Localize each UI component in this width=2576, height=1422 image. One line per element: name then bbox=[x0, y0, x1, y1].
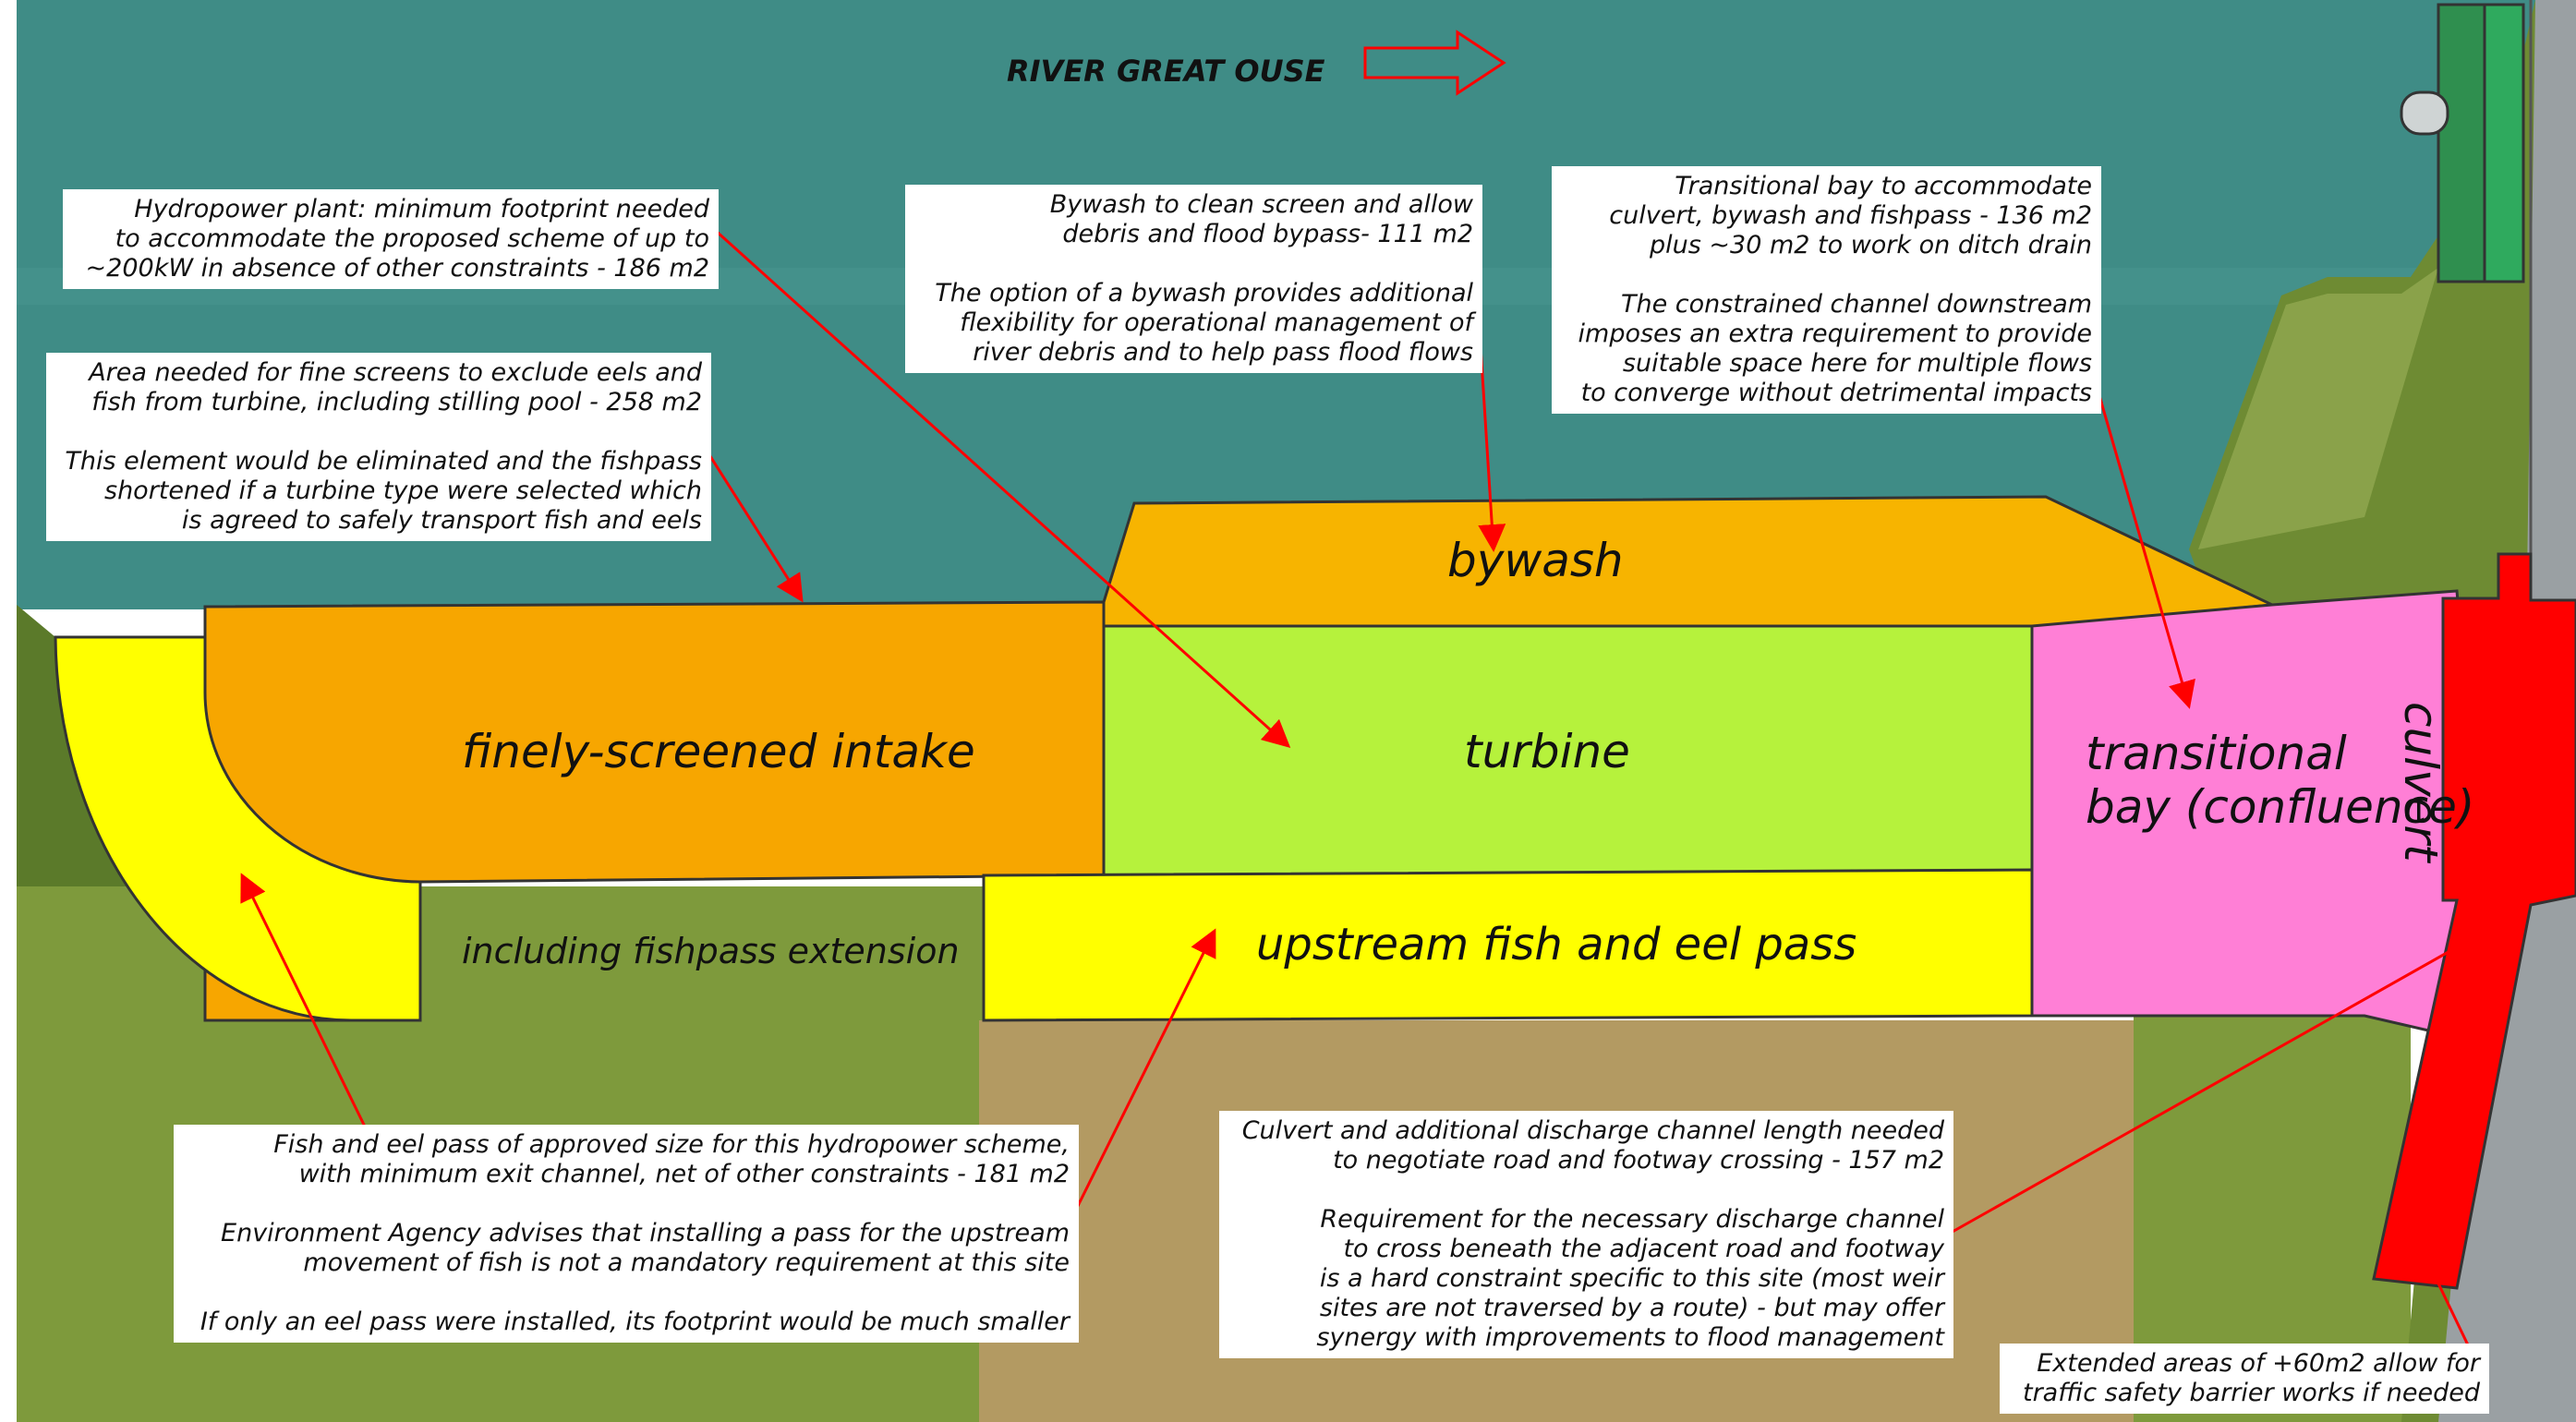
label-transitional-2: bay (confluence) bbox=[2086, 780, 2475, 834]
arrow-hydropower bbox=[714, 229, 1291, 749]
callout-bywash: Bywash to clean screen and allow debris … bbox=[905, 185, 1482, 373]
callout-transitional: Transitional bay to accommodate culvert,… bbox=[1552, 166, 2101, 414]
arrow-culvert bbox=[1950, 931, 2484, 1235]
label-transitional-1: transitional bbox=[2086, 727, 2347, 780]
zone-turbine bbox=[1102, 624, 2034, 877]
callout-transitional-text-2: The constrained channel downstream impos… bbox=[1578, 290, 2092, 407]
arrow-screens bbox=[700, 442, 804, 603]
river-title: RIVER GREAT OUSE bbox=[1007, 54, 1325, 89]
label-turbine: turbine bbox=[1464, 725, 1630, 778]
callout-fishpass-text-3: If only an eel pass were installed, its … bbox=[200, 1308, 1070, 1336]
zone-culvert bbox=[2372, 552, 2576, 1290]
callout-hydropower: Hydropower plant: minimum footprint need… bbox=[63, 189, 719, 289]
callout-bywash-text-1: Bywash to clean screen and allow debris … bbox=[1049, 190, 1473, 248]
callout-arrows bbox=[240, 229, 2485, 1377]
flow-direction-arrow bbox=[1363, 30, 1506, 96]
callout-bywash-text-2: The option of a bywash provides addition… bbox=[935, 279, 1473, 367]
callout-culvert-text-2: Requirement for the necessary discharge … bbox=[1316, 1205, 1944, 1352]
label-culvert: culvert bbox=[2394, 702, 2448, 862]
label-bywash: bywash bbox=[1447, 534, 1624, 587]
bridge-structure bbox=[2437, 3, 2491, 283]
callout-safety-text: Extended areas of +60m2 allow for traffi… bbox=[2022, 1349, 2480, 1407]
arrow-bywash bbox=[1478, 345, 1506, 552]
label-intake-sub: including fishpass extension bbox=[462, 931, 960, 971]
callout-hydropower-text: Hydropower plant: minimum footprint need… bbox=[85, 195, 709, 283]
label-fishpass: upstream fish and eel pass bbox=[1256, 919, 1857, 970]
callout-transitional-text-1: Transitional bay to accommodate culvert,… bbox=[1609, 172, 2092, 259]
arrow-transitional bbox=[2097, 392, 2195, 709]
callout-safety: Extended areas of +60m2 allow for traffi… bbox=[2000, 1344, 2489, 1414]
zone-intake-fishpass-extension bbox=[54, 635, 422, 1022]
label-intake: finely-screened intake bbox=[462, 725, 975, 778]
arrow-fishpass-right bbox=[1074, 928, 1216, 1211]
callout-screens-text-1: Area needed for fine screens to exclude … bbox=[89, 358, 702, 416]
callout-screens-text-2: This element would be eliminated and the… bbox=[65, 447, 702, 535]
callout-fishpass: Fish and eel pass of approved size for t… bbox=[174, 1125, 1079, 1343]
callout-culvert-text-1: Culvert and additional discharge channel… bbox=[1241, 1116, 1944, 1175]
callout-culvert: Culvert and additional discharge channel… bbox=[1219, 1111, 1953, 1358]
arrow-fishpass-left bbox=[240, 873, 367, 1127]
callout-screens: Area needed for fine screens to exclude … bbox=[46, 353, 711, 541]
callout-fishpass-text-2: Environment Agency advises that installi… bbox=[221, 1219, 1070, 1277]
callout-fishpass-text-1: Fish and eel pass of approved size for t… bbox=[273, 1130, 1070, 1188]
